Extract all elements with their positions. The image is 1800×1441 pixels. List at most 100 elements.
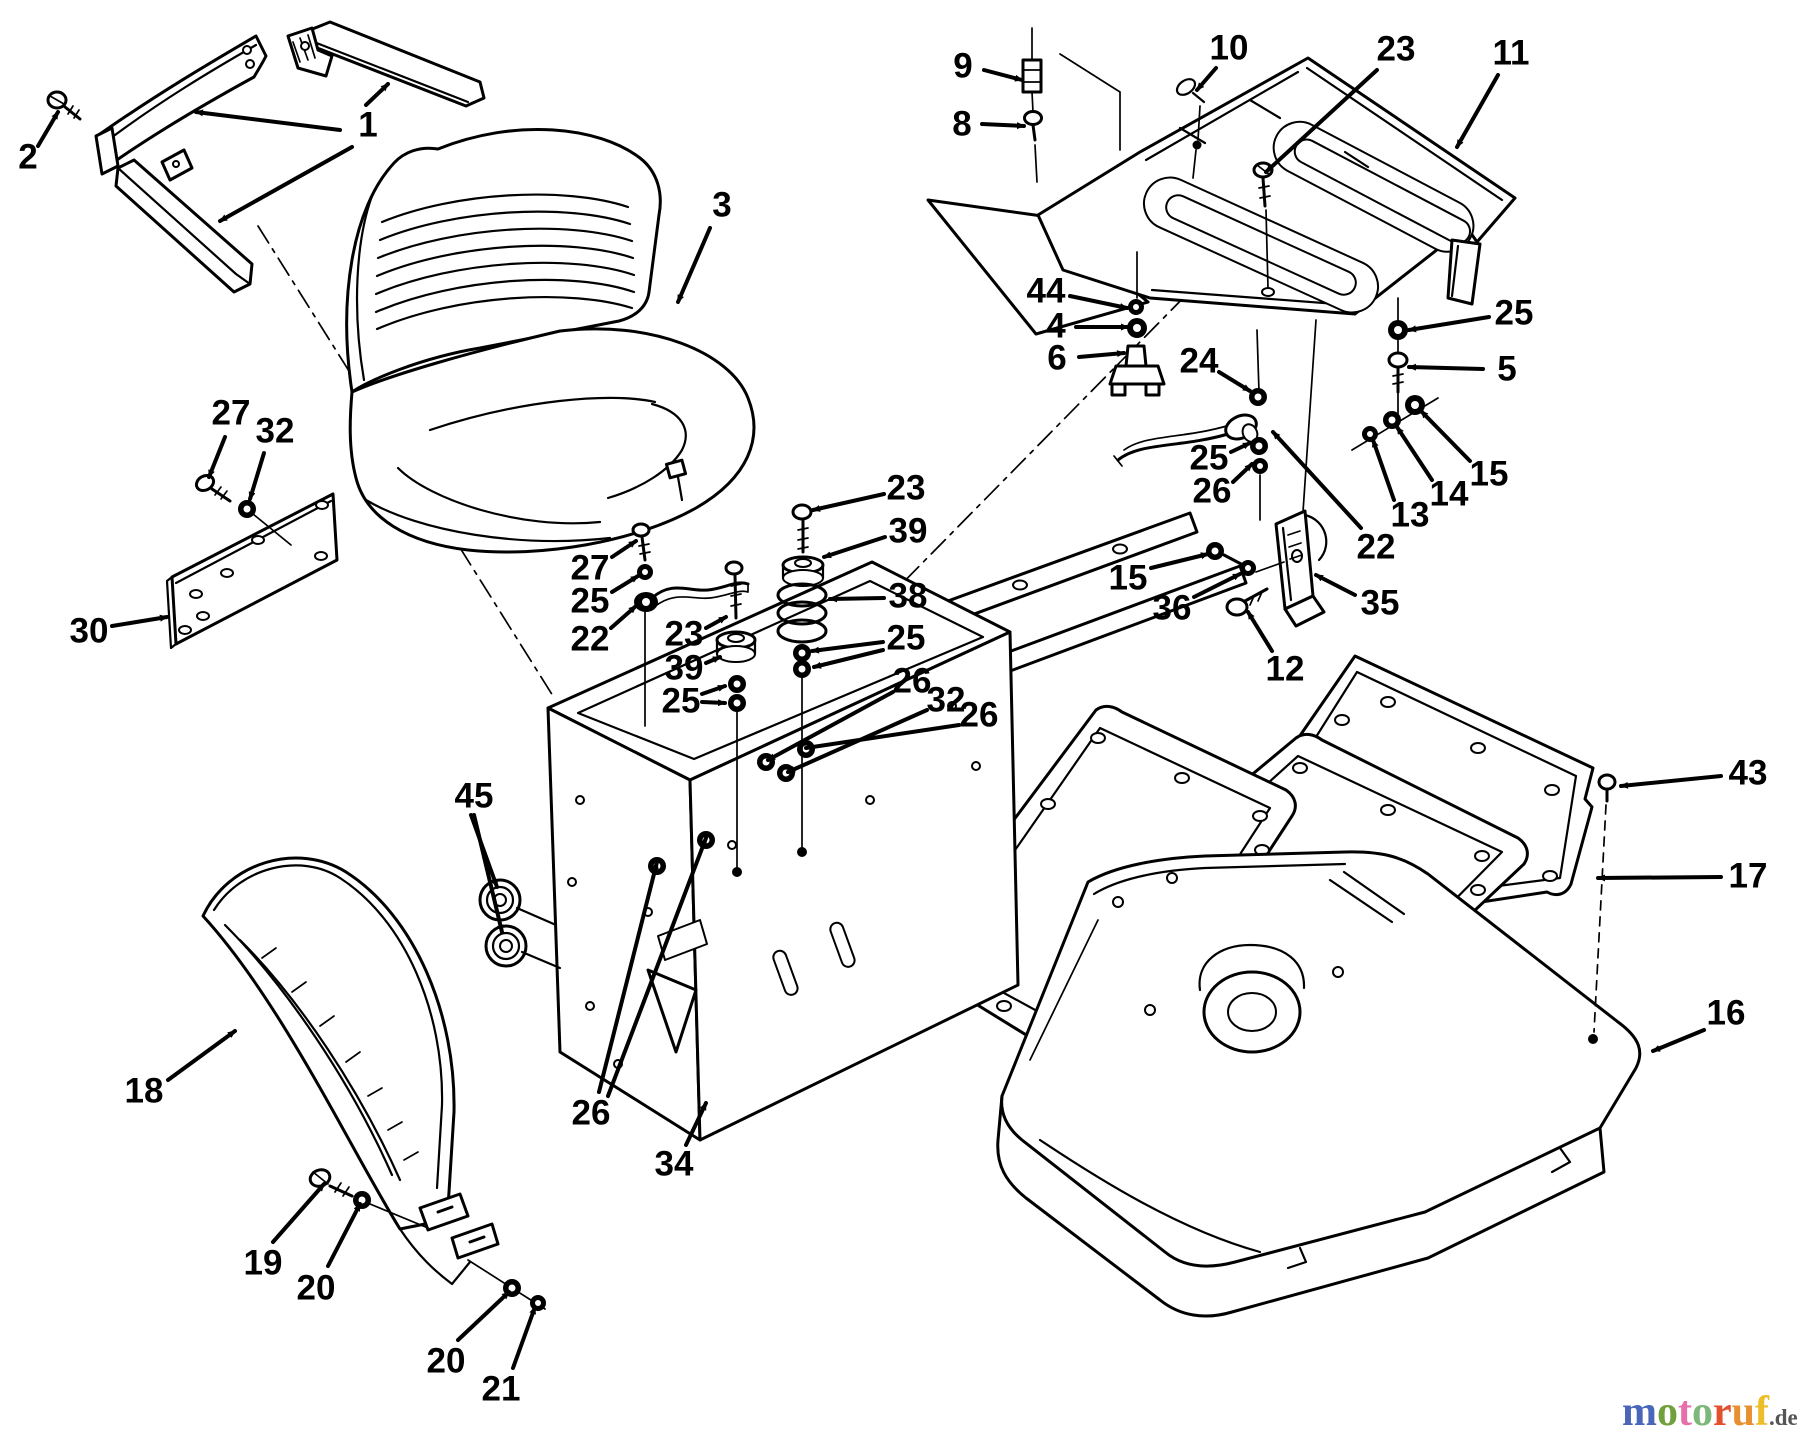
watermark-letter: o <box>1692 1389 1713 1435</box>
callout-leader-34 <box>684 1101 708 1147</box>
bolt-23 <box>791 503 813 521</box>
bolt-8 <box>1023 110 1043 126</box>
callout-leader-17 <box>1596 874 1723 882</box>
callout-label-23-6: 23 <box>1377 30 1416 69</box>
callout-leader-38 <box>828 595 886 603</box>
callout-leader-18 <box>166 1029 237 1082</box>
callout-label-35-22: 35 <box>1361 584 1400 623</box>
callout-leader-26 <box>766 690 895 762</box>
callout-label-15-16: 15 <box>1470 455 1509 494</box>
under-seat-hardware <box>631 503 828 877</box>
callout-label-30-26: 30 <box>70 612 109 651</box>
callout-label-1-0: 1 <box>358 106 377 145</box>
callout-leader-24 <box>1217 370 1252 393</box>
callout-leader-25 <box>700 684 727 696</box>
callout-leader-25 <box>610 574 640 594</box>
callout-leader-22 <box>609 604 638 630</box>
callout-label-20-45: 20 <box>297 1269 336 1308</box>
callout-leader-44 <box>1068 294 1129 310</box>
callout-leader-12 <box>1246 610 1274 653</box>
deck-top <box>1000 850 1642 1268</box>
callout-leader-26 <box>1231 462 1254 484</box>
callout-label-24-11: 24 <box>1180 342 1219 381</box>
watermark-logo: motoruf.de <box>1622 1390 1798 1436</box>
callout-leader-11 <box>1455 73 1500 149</box>
switch-6 <box>1124 344 1148 368</box>
callout-leader-2 <box>36 110 60 148</box>
callout-leader-21 <box>511 1305 537 1370</box>
watermark-letter: m <box>1622 1389 1657 1435</box>
callout-leader-16 <box>1651 1028 1706 1053</box>
bolt-5 <box>1387 351 1409 369</box>
callout-leader-9 <box>982 68 1024 82</box>
hook-pin-10 <box>1175 78 1197 96</box>
callout-leader-27 <box>207 435 227 479</box>
callout-leader-23 <box>704 615 728 630</box>
callout-label-34-42: 34 <box>655 1145 694 1184</box>
callout-leader-25 <box>810 640 885 654</box>
bolt-27 <box>194 473 216 493</box>
pin-9 <box>1021 58 1043 94</box>
watermark-letter: t <box>1678 1389 1692 1435</box>
callout-leader-43 <box>1619 774 1723 789</box>
callout-leader-1 <box>364 82 390 107</box>
callout-label-25-12: 25 <box>1190 439 1229 478</box>
frame-box-front <box>546 706 702 1142</box>
callout-label-9-3: 9 <box>953 47 972 86</box>
bolt-12 <box>1225 597 1249 617</box>
callout-leader-19 <box>271 1182 326 1244</box>
callout-leader-25 <box>812 648 885 669</box>
callout-label-14-17: 14 <box>1430 475 1469 514</box>
callout-leader-36 <box>1192 572 1242 599</box>
callout-label-36-21: 36 <box>1153 589 1192 628</box>
seat-plate-11 <box>1036 56 1517 316</box>
callout-label-6-10: 6 <box>1047 339 1066 378</box>
callout-label-4-9: 4 <box>1046 307 1066 346</box>
callout-label-12-23: 12 <box>1266 650 1305 689</box>
callout-label-10-5: 10 <box>1210 29 1249 68</box>
callout-label-32-25: 32 <box>256 412 295 451</box>
callout-label-11-7: 11 <box>1493 34 1530 73</box>
callout-label-26-13: 26 <box>1193 472 1232 511</box>
callout-label-22-19: 22 <box>1357 528 1396 567</box>
mount-plate <box>170 492 339 646</box>
callout-label-26-41: 26 <box>572 1094 611 1133</box>
callout-label-27-24: 27 <box>212 394 251 433</box>
callout-label-5-15: 5 <box>1497 350 1516 389</box>
callout-leader-35 <box>1314 573 1357 597</box>
callout-leader-39 <box>704 655 722 665</box>
upper-bar-bracket <box>308 20 486 108</box>
callout-label-2-1: 2 <box>18 138 37 177</box>
seat-bracket-parts <box>46 20 486 294</box>
callout-label-25-36: 25 <box>887 619 926 658</box>
callout-leader-23 <box>811 492 886 512</box>
callout-leader-22 <box>1271 430 1363 530</box>
callout-leader-8 <box>980 122 1026 130</box>
callout-label-18-43: 18 <box>125 1072 164 1111</box>
fender-18 <box>201 856 456 1231</box>
callout-label-32-38: 32 <box>927 681 966 720</box>
callout-leader-25 <box>700 699 727 707</box>
callout-label-22-29: 22 <box>571 620 610 659</box>
callout-leader-6 <box>1077 350 1126 359</box>
watermark-letter: r <box>1713 1389 1732 1435</box>
bolt-23 <box>724 560 744 576</box>
callout-label-13-18: 13 <box>1391 496 1430 535</box>
callout-label-21-47: 21 <box>482 1370 521 1409</box>
callout-label-27-27: 27 <box>571 549 610 588</box>
curved-bracket <box>98 34 268 164</box>
callout-leader-45 <box>472 813 504 934</box>
callout-label-45-40: 45 <box>455 777 494 816</box>
callout-leader-26 <box>597 860 659 1094</box>
callout-label-15-20: 15 <box>1109 559 1148 598</box>
callout-label-16-50: 16 <box>1707 994 1746 1033</box>
callout-leader-26 <box>804 723 961 751</box>
callout-label-25-14: 25 <box>1495 294 1534 333</box>
callout-leader-25 <box>1229 441 1252 454</box>
cable-22 <box>1116 432 1230 462</box>
callout-label-39-34: 39 <box>889 512 928 551</box>
callout-leader-39 <box>822 535 887 559</box>
